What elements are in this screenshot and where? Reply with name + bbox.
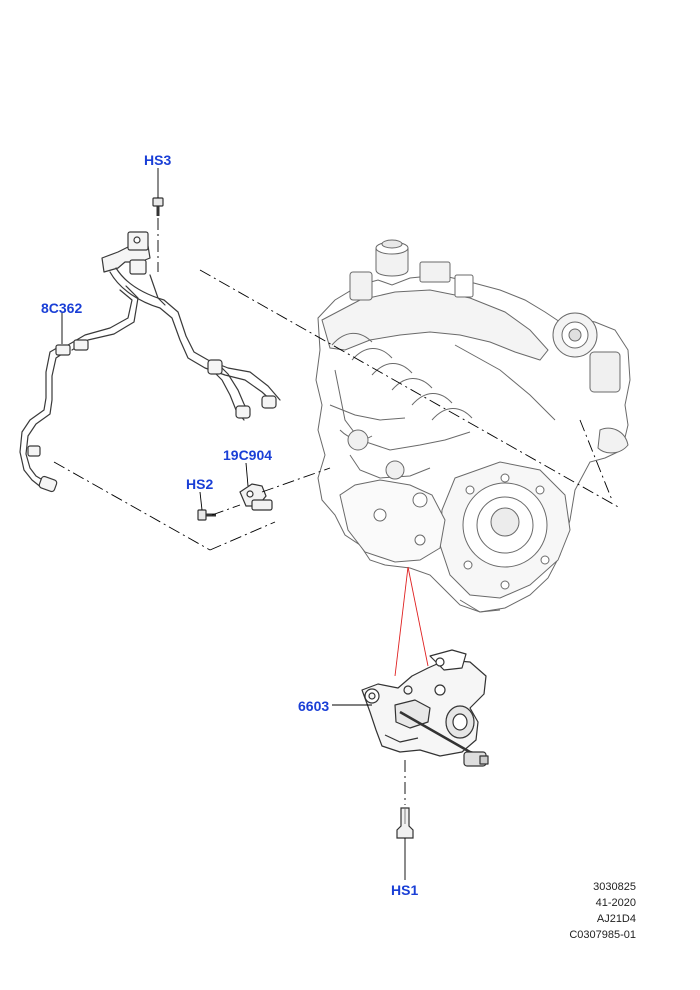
callout-19c904[interactable]: 19C904 bbox=[223, 447, 273, 463]
engine-assembly bbox=[315, 239, 631, 613]
oil-pump-assembly bbox=[361, 649, 489, 767]
callout-8c362[interactable]: 8C362 bbox=[41, 300, 83, 316]
bolt-hs3 bbox=[152, 197, 164, 216]
reference-code: 3030825 bbox=[593, 881, 636, 893]
reference-date: 41-2020 bbox=[595, 897, 636, 909]
reference-model: AJ21D4 bbox=[596, 913, 636, 925]
coolant-hose-assembly bbox=[19, 231, 281, 493]
sensor-19c904 bbox=[239, 483, 273, 511]
callout-hs2[interactable]: HS2 bbox=[186, 476, 214, 492]
oil-feed-lines bbox=[394, 566, 429, 677]
callout-6603[interactable]: 6603 bbox=[298, 698, 330, 714]
callout-hs1[interactable]: HS1 bbox=[391, 882, 419, 898]
assembly-lines bbox=[53, 218, 621, 805]
leader-lines bbox=[61, 168, 406, 880]
reference-illustration-id: C0307985-01 bbox=[569, 929, 636, 941]
callout-hs3[interactable]: HS3 bbox=[144, 152, 172, 168]
bolt-hs2 bbox=[197, 509, 216, 521]
bolt-hs1 bbox=[396, 807, 414, 839]
